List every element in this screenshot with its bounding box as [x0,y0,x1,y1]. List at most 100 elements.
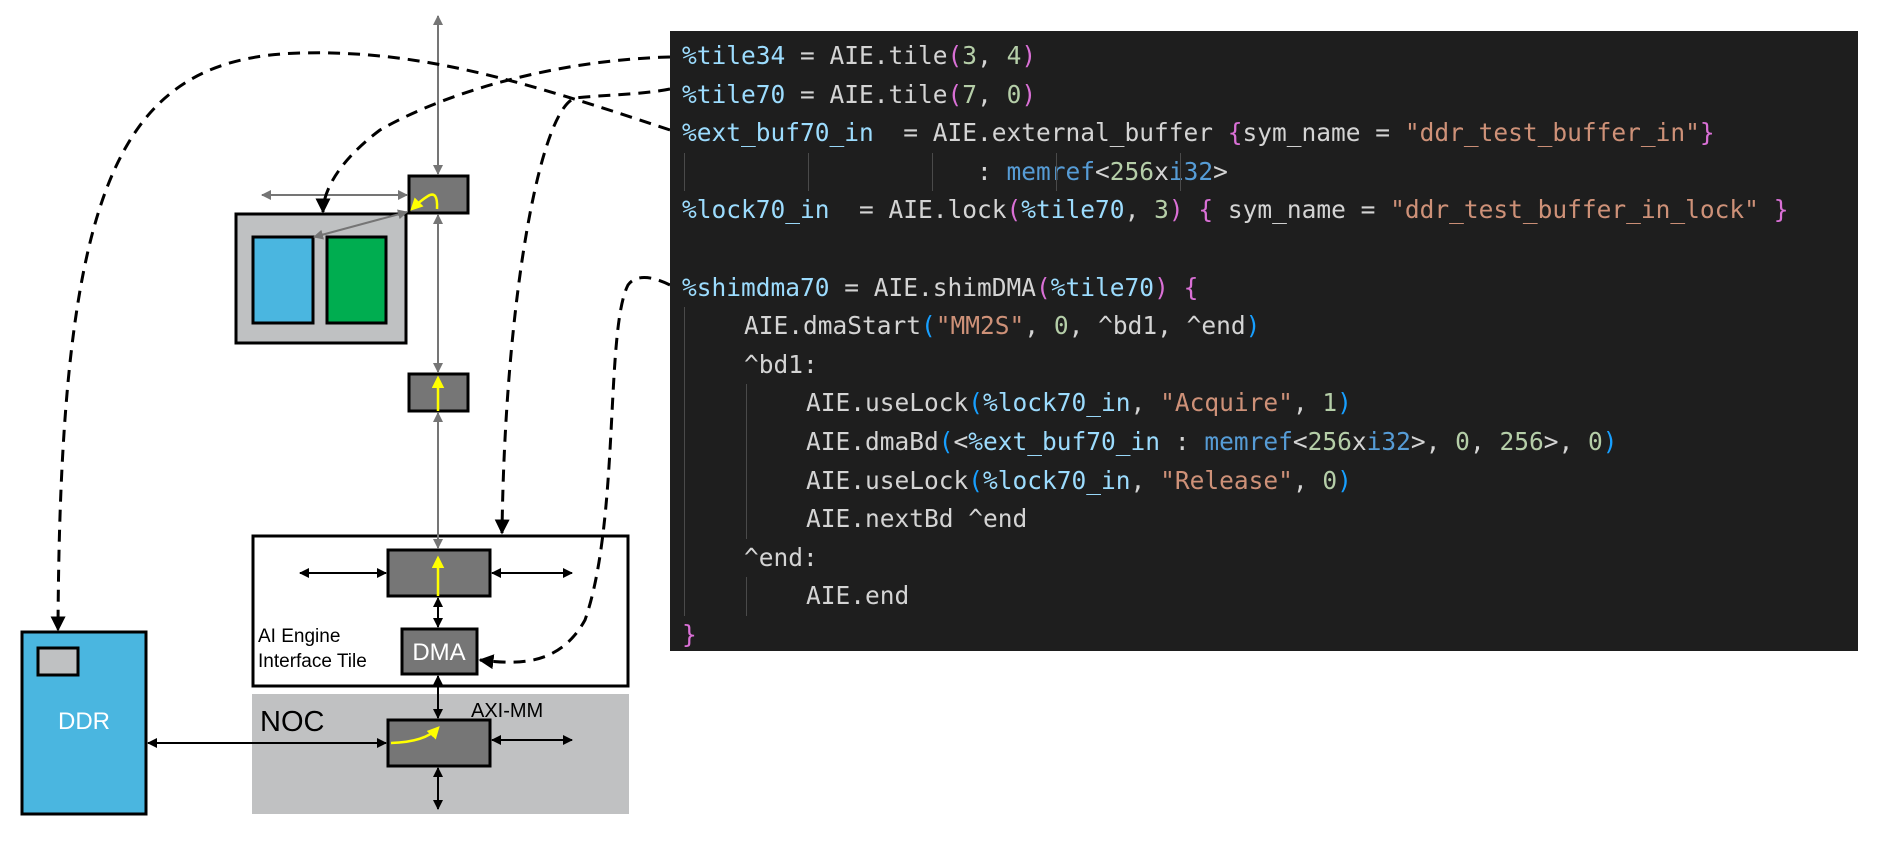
code-token-plain [1759,195,1774,224]
code-token-plain: , [1124,195,1155,225]
code-line-content: AIE.useLock(%lock70_in, "Release", 0) [682,466,1352,495]
ddr-label: DDR [58,708,110,735]
code-token-plain [1184,195,1199,224]
code-token-num: 0 [1006,79,1022,109]
noc-label: NOC [260,706,324,738]
indent-guide [746,384,747,423]
code-token-var: %ext_buf70_in [968,426,1161,456]
code-token-plain: = AIE.shimDMA [829,272,1037,302]
code-line: %ext_buf70_in = AIE.external_buffer {sym… [682,114,1858,153]
code-token-num: 4 [1006,41,1022,70]
code-token-num: 3 [962,41,978,70]
code-line: ^bd1: [682,345,1858,385]
code-token-plain: , [1130,388,1161,418]
code-token-str: "MM2S" [935,311,1025,341]
code-token-plain: AIE.useLock [806,465,969,495]
code-line: %tile70 = AIE.tile(7, 0) [682,76,1858,115]
code-token-plain: , [1024,311,1054,341]
code-token-var: %lock70_in [983,388,1131,418]
code-token-str: "ddr_test_buffer_in_lock" [1390,195,1759,225]
code-token-var: %lock70_in [983,465,1131,495]
code-token-plain: = AIE.tile [785,41,948,70]
axi-mm-label: AXI-MM [471,700,543,722]
indent-guide [684,345,685,385]
tile-stream-switch [407,174,470,215]
code-token-var: %tile70 [1050,272,1155,302]
indent-guide [746,577,747,616]
ai-engine-core [325,235,388,325]
code-token-plain: AIE.nextBd ^end [806,504,1028,534]
code-token-paren2: ( [968,388,984,418]
code-token-plain: >, [1410,426,1456,456]
code-token-str: "ddr_test_buffer_in" [1404,118,1700,148]
code-token-plain: < [1292,426,1308,456]
indent-guide [1056,152,1057,192]
indent-guide [684,307,685,346]
code-token-paren2: ( [921,311,936,341]
code-token-num: 7 [962,79,978,109]
code-line: %tile34 = AIE.tile(3, 4) [682,37,1858,76]
code-token-paren1: ( [947,79,963,109]
code-token-plain: sym_name = [1213,195,1391,225]
code-line-content: AIE.end [682,581,909,610]
code-token-num: 256 [1307,426,1352,456]
data-memory [251,235,315,325]
code-token-paren2: ) [1602,426,1618,456]
arrow-switch-memory [313,209,408,240]
code-token-plain: , [1292,465,1323,495]
code-line-content: AIE.nextBd ^end [682,504,1027,533]
code-token-plain: < [1095,156,1110,186]
code-token-var: %tile70 [1021,195,1125,225]
indent-guide [684,538,685,578]
code-token-plain: , [1292,388,1323,418]
code-token-var: %tile70 [682,79,786,109]
code-token-num: 0 [1455,426,1470,456]
code-token-num: 0 [1587,426,1603,456]
code-token-paren1: ( [947,41,963,70]
code-token-brace: } [1699,118,1715,148]
code-token-plain: AIE.dmaBd [806,426,939,456]
code-line-content: : memref<256xi32> [682,157,1228,186]
code-line: AIE.end [682,577,1858,616]
code-token-plain: = AIE.tile [785,79,948,109]
code-line-content: ^end: [682,543,818,572]
indent-guide [932,152,933,192]
code-token-type: i32 [1366,426,1411,456]
code-line: : memref<256xi32> [682,152,1858,192]
code-token-num: 0 [1053,311,1069,341]
code-token-plain: x [1351,426,1367,456]
code-token-paren1: ) [1021,79,1037,109]
indent-guide [684,461,685,501]
ddr-buffer [36,646,80,677]
indent-guide [808,152,809,192]
code-line-content: %shimdma70 = AIE.shimDMA(%tile70) { [682,273,1198,302]
code-line-content: %lock70_in = AIE.lock(%tile70, 3) { sym_… [682,195,1788,224]
dashed-arrow-tile70-to-interface [494,87,671,535]
code-token-str: "Release" [1160,465,1293,495]
code-token-paren2: ) [1337,388,1352,418]
code-line-content: AIE.useLock(%lock70_in, "Acquire", 1) [682,388,1352,417]
code-line: %lock70_in = AIE.lock(%tile70, 3) { sym_… [682,191,1858,230]
code-token-plain: AIE.end [806,581,910,611]
indent-guide [746,461,747,501]
code-line: AIE.nextBd ^end [682,500,1858,539]
code-token-paren1: ( [1036,272,1051,302]
code-token-plain: , [1469,426,1500,456]
code-token-plain: = AIE.lock [829,195,1007,225]
code-token-paren1: ) [1154,272,1169,302]
code-editor-panel: %tile34 = AIE.tile(3, 4)%tile70 = AIE.ti… [670,31,1858,651]
dma-label: DMA [412,639,465,666]
code-token-type: i32 [1168,156,1214,186]
dashed-arrow-shimdma-to-dma [478,276,671,670]
code-token-num: 1 [1322,388,1338,418]
code-token-paren2: ) [1337,465,1352,495]
dashed-arrow-tile34-to-tile [315,55,671,214]
code-line: } [682,616,1858,655]
code-token-paren1: ) [1021,41,1037,70]
code-token-type: memref [1006,156,1096,186]
code-line: AIE.useLock(%lock70_in, "Acquire", 1) [682,384,1858,423]
yellow-flow-arrow-tile [410,193,439,211]
code-token-plain: x [1154,156,1169,186]
code-token-paren1: ) [1168,195,1184,225]
